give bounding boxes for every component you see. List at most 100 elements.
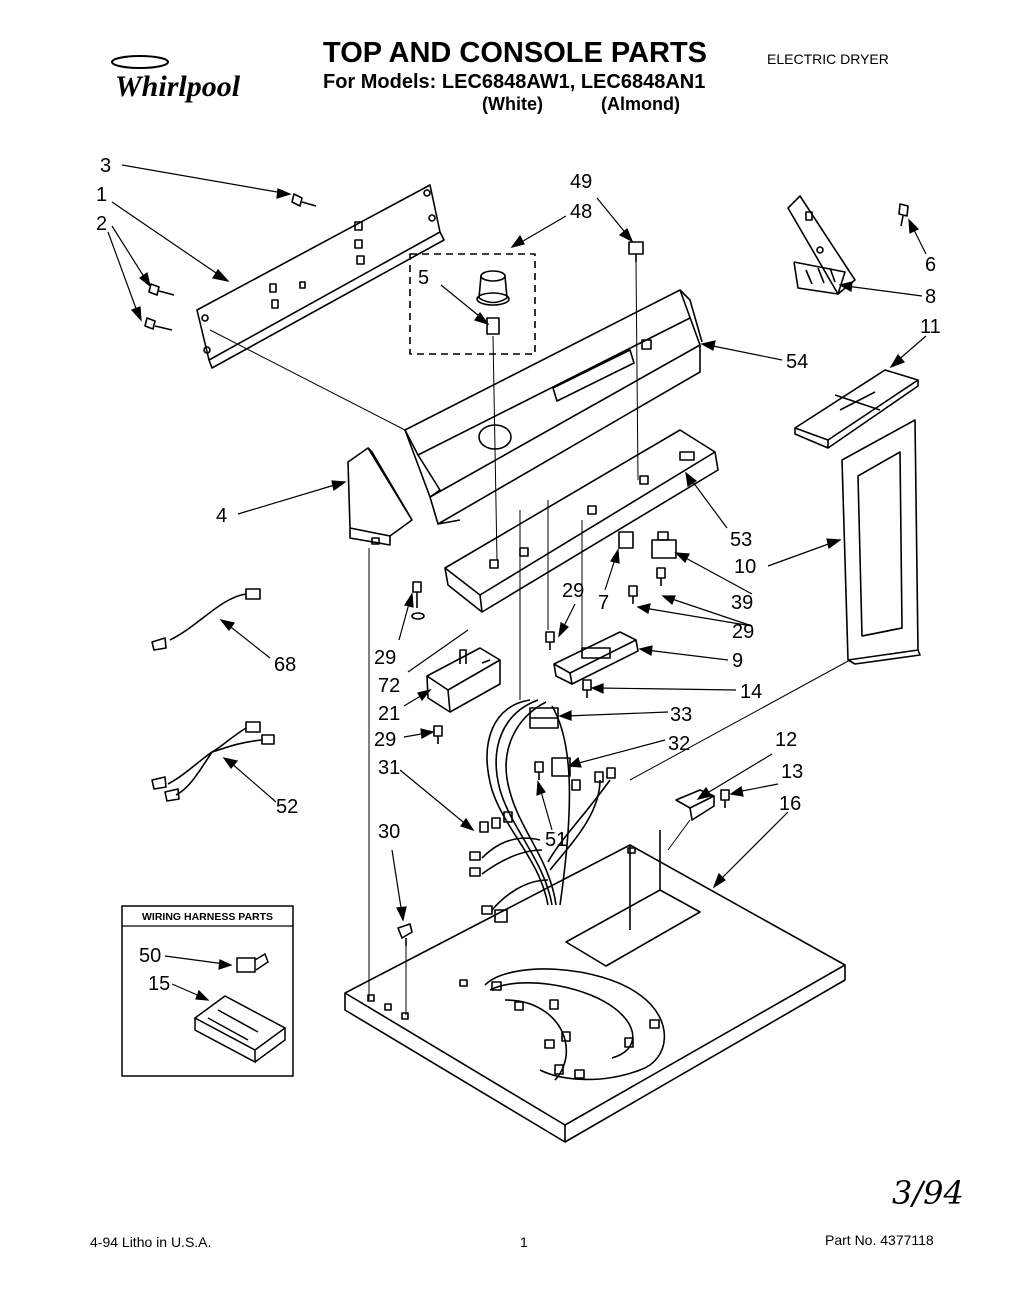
callout-53: 53 [730,529,752,551]
models-line: For Models: LEC6848AW1, LEC6848AN1 [323,71,705,93]
screw-13-icon [721,790,729,808]
screw-29-d-icon [657,568,665,586]
inset-title: WIRING HARNESS PARTS [142,911,273,923]
callout-29d: 29 [374,729,396,751]
leader-29d [404,729,433,738]
leader-9 [640,646,728,660]
callout-4: 4 [216,505,227,527]
timer-motor [427,648,500,712]
knob-icon [477,271,509,334]
rear-panel-bracket [197,185,444,368]
leader-3 [122,165,290,198]
screw-29-e-icon [434,726,442,744]
callout-8: 8 [925,286,936,308]
leader-16 [714,812,788,887]
footer-date-litho: 4-94 Litho in U.S.A. [90,1234,211,1250]
callout-52: 52 [276,796,298,818]
callout-2: 2 [96,213,107,235]
inset-callout-50: 50 [139,945,161,967]
callout-32: 32 [668,733,690,755]
footer-part-number: Part No. 4377118 [825,1232,934,1248]
dryer-top [345,830,845,1142]
callout-29b: 29 [732,621,754,643]
screw-29-b-icon [546,632,554,650]
leader-6 [909,220,926,254]
callout-10: 10 [734,556,756,578]
leader-10 [768,539,840,566]
push-button-49-icon [629,242,643,262]
leader-4 [238,481,345,514]
footer-page-number: 1 [520,1234,528,1250]
callout-54: 54 [786,351,808,373]
knob-group-box [410,254,535,354]
leader-12 [698,754,772,799]
callout-labels: 3 1 2 49 48 5 6 8 11 54 4 53 10 29 7 39 … [96,155,941,851]
callout-14: 14 [740,681,762,703]
leader-7 [605,550,619,590]
leader-48 [512,216,566,247]
callout-21: 21 [378,703,400,725]
screw-29-a-icon [412,582,424,619]
screw-6-icon [899,204,908,226]
leader-68 [221,620,270,658]
wiring-harness-inset: WIRING HARNESS PARTS 50 15 [122,906,293,1076]
leader-21 [404,690,430,706]
terminal-block-15-icon [195,996,285,1062]
guide-thermo [668,820,690,850]
leader-72 [408,630,468,672]
plug-33-icon [530,708,558,728]
leader-54 [702,341,782,360]
leader-29c [559,604,575,636]
inset-callout-15: 15 [148,973,170,995]
leader-29a [399,594,413,640]
connector-7-icon [619,532,633,548]
leader-51 [537,782,552,830]
callout-49: 49 [570,171,592,193]
leader-33 [560,711,668,720]
leader-1 [112,202,228,281]
callout-29a: 29 [562,580,584,602]
leader-49 [597,198,632,241]
callout-3: 3 [100,155,111,177]
page-title: TOP AND CONSOLE PARTS [323,37,707,69]
callout-11: 11 [920,316,941,338]
callout-48: 48 [570,201,592,223]
logo-swoosh-icon [112,56,168,68]
callout-13: 13 [781,761,803,783]
cord-52-icon [152,722,274,801]
cord-68-icon [152,589,260,650]
leader-53 [686,473,727,528]
callout-9: 9 [732,650,743,672]
leader-8 [840,282,922,296]
bracket-12-icon [676,790,714,820]
callout-30: 30 [378,821,400,843]
relay-39-icon [652,532,676,558]
leader-11 [891,336,926,367]
callout-6: 6 [925,254,936,276]
lint-duct [842,420,920,664]
callout-51: 51 [545,829,567,851]
product-type: ELECTRIC DRYER [767,51,889,67]
clip-32-icon [552,758,570,776]
leader-29b-1 [663,596,752,626]
handwritten-note: 3/94 [892,1174,964,1212]
screw-3-icon [292,194,316,206]
leader-30 [392,850,406,920]
clip-30-icon [398,924,412,946]
callout-12: 12 [775,729,797,751]
leader-29b-2 [638,604,752,626]
brand-name: Whirlpool [115,70,241,103]
callout-68: 68 [274,654,296,676]
guide-duct [630,660,850,780]
callout-5: 5 [418,267,429,289]
callout-31: 31 [378,757,400,779]
wiring-harness [470,700,615,914]
screw-29-c-icon [629,586,637,604]
whirlpool-logo: Whirlpool [112,56,241,103]
top-cover [795,370,918,448]
screw-51-icon [535,762,543,780]
guide-knob-shaft [493,336,497,560]
callout-33: 33 [670,704,692,726]
leader-52 [224,758,276,802]
